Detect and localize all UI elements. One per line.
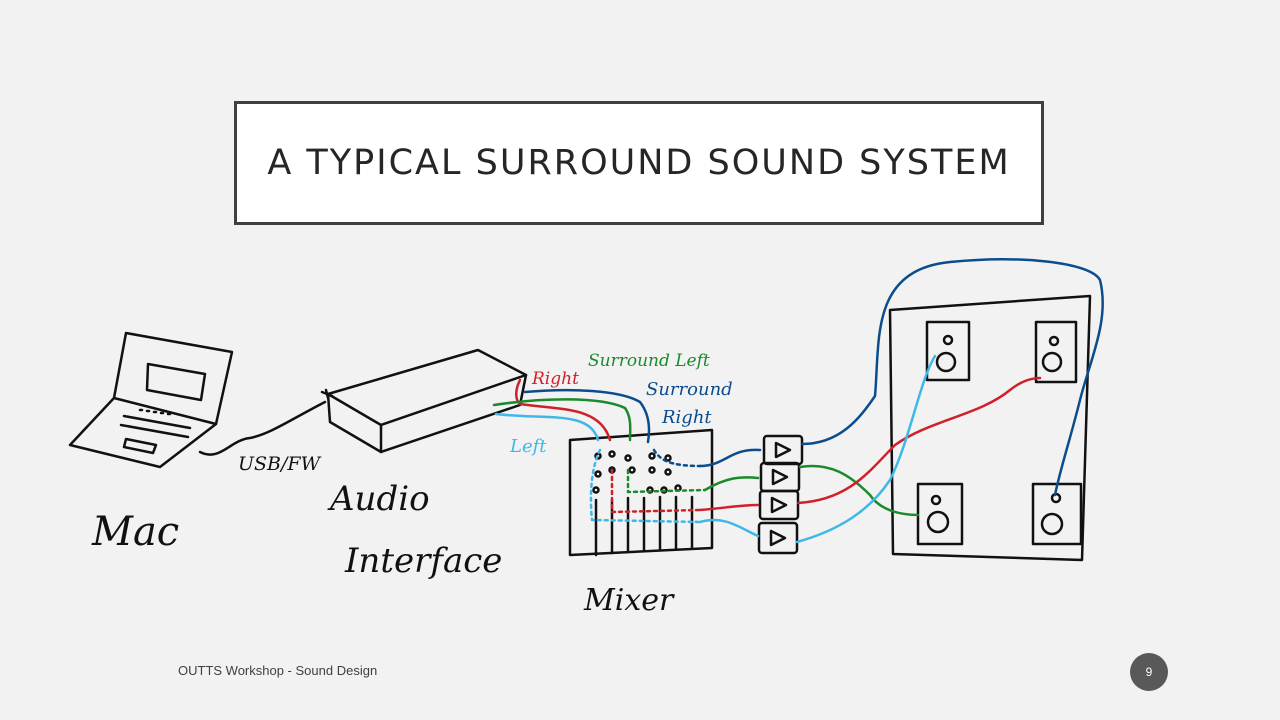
audio-interface-icon: [320, 348, 528, 454]
label-mac: Mac: [91, 509, 179, 555]
cable-right: [515, 378, 612, 442]
label-surround-left: Surround Left: [588, 351, 710, 371]
room-outline: [888, 294, 1092, 562]
speaker-front-right-icon: [1034, 320, 1078, 384]
interface-to-mixer-cables: [492, 378, 651, 444]
speaker-rear-right-icon: [1031, 482, 1083, 546]
label-audio: Audio: [327, 479, 430, 519]
label-left: Left: [509, 436, 547, 457]
page-number-badge: 9: [1130, 653, 1168, 691]
label-usb-fw: USB/FW: [238, 453, 322, 475]
amp-to-speaker-cables: [795, 258, 1104, 544]
usb-cable: [198, 400, 327, 456]
mixer-routing: [589, 448, 707, 524]
footer-text: OUTTS Workshop - Sound Design: [178, 663, 378, 678]
label-interface: Interface: [344, 541, 502, 581]
cable-surround-left: [492, 398, 632, 442]
speaker-rear-left-icon: [916, 482, 964, 546]
amplifier-stack-icon: [757, 434, 804, 555]
speaker-front-left-icon: [925, 320, 971, 382]
label-mixer: Mixer: [583, 583, 675, 618]
mixer-to-amp-cables: [698, 448, 762, 538]
cable-surround-right: [523, 388, 651, 444]
label-right: Right: [531, 369, 579, 389]
laptop-icon: [68, 331, 234, 469]
title-box: A TYPICAL SURROUND SOUND SYSTEM: [234, 101, 1044, 225]
label-surround: Surround: [646, 379, 733, 400]
cable-left: [494, 412, 600, 442]
slide-title: A TYPICAL SURROUND SOUND SYSTEM: [267, 143, 1011, 183]
label-surround-right: Right: [661, 407, 712, 428]
